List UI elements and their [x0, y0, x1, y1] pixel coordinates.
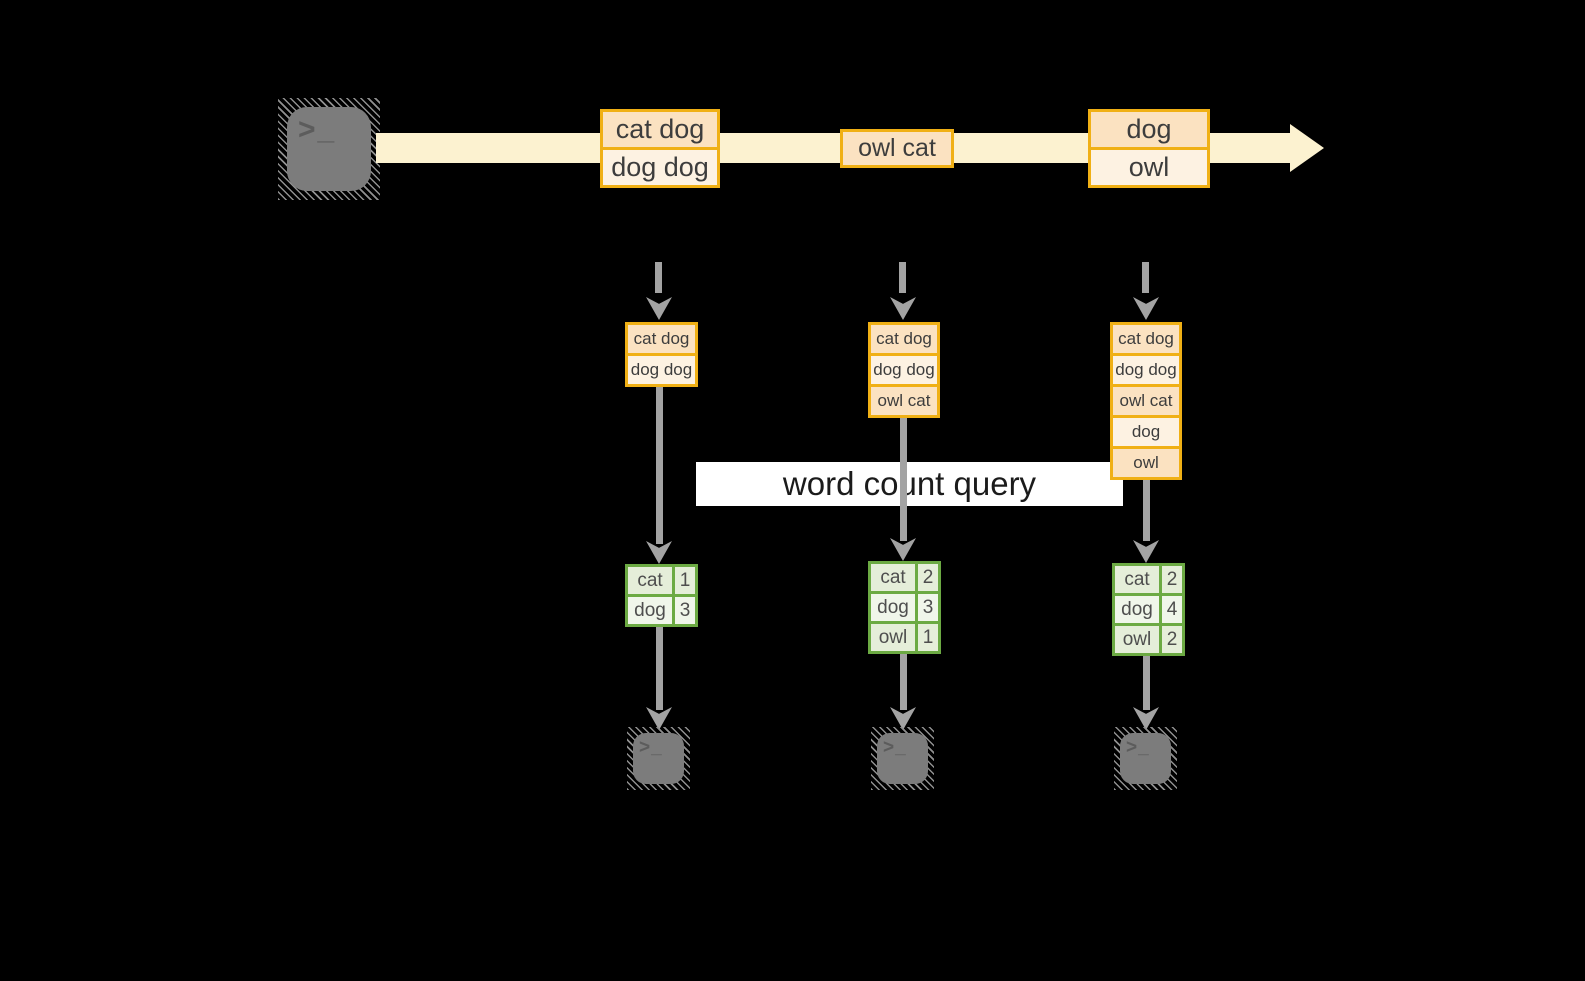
buffer-row: owl	[1113, 449, 1179, 477]
output-arrow-stem	[1143, 656, 1150, 710]
arrow-head-icon	[646, 297, 672, 320]
output-arrow-stem	[656, 627, 663, 710]
count-word: cat	[871, 564, 915, 591]
query-arrow-stem	[900, 418, 907, 541]
terminal-body	[287, 107, 371, 191]
count-word: dog	[628, 597, 672, 624]
stream-message-box: dog owl	[1088, 109, 1210, 188]
arrow-head-icon	[1133, 297, 1159, 320]
count-value: 1	[675, 567, 695, 594]
dashed-arrow-stem	[655, 262, 662, 293]
stream-message: owl cat	[843, 132, 951, 165]
terminal-sink-icon: >_	[627, 727, 690, 790]
buffer-stack: cat dog dog dog	[625, 322, 698, 387]
stream-message: dog	[1091, 112, 1207, 147]
count-word: dog	[871, 594, 915, 621]
stream-message: cat dog	[603, 112, 717, 147]
buffer-row: cat dog	[628, 325, 695, 353]
count-value: 4	[1162, 596, 1182, 623]
count-word: owl	[871, 624, 915, 651]
arrow-head-icon	[890, 538, 916, 561]
terminal-body	[877, 733, 928, 784]
query-banner: word count query	[696, 462, 1123, 506]
buffer-stack: cat dog dog dog owl cat	[868, 322, 940, 418]
terminal-sink-icon: >_	[1114, 727, 1177, 790]
query-banner-label: word count query	[782, 465, 1037, 502]
terminal-source-icon: >_	[278, 98, 380, 200]
buffer-row: cat dog	[1113, 325, 1179, 353]
buffer-row: dog dog	[628, 356, 695, 384]
count-value: 3	[675, 597, 695, 624]
count-value: 1	[918, 624, 938, 651]
buffer-stack: cat dog dog dog owl cat dog owl	[1110, 322, 1182, 480]
buffer-row: dog dog	[871, 356, 937, 384]
stream-message-box: cat dog dog dog	[600, 109, 720, 188]
arrow-head-icon	[890, 297, 916, 320]
arrow-head-icon	[646, 541, 672, 564]
stream-arrow-head-icon	[1290, 124, 1324, 172]
query-arrow-stem	[1143, 480, 1150, 541]
terminal-body	[1120, 733, 1171, 784]
output-arrow-stem	[900, 654, 907, 710]
buffer-row: dog	[1113, 418, 1179, 446]
terminal-prompt-glyph: >_	[883, 737, 907, 758]
terminal-prompt-glyph: >_	[1126, 737, 1150, 758]
terminal-body	[633, 733, 684, 784]
count-value: 2	[918, 564, 938, 591]
buffer-row: dog dog	[1113, 356, 1179, 384]
count-table: cat 1 dog 3	[625, 564, 698, 627]
dashed-arrow-stem	[1142, 262, 1149, 293]
count-word: cat	[628, 567, 672, 594]
query-arrow-stem	[656, 387, 663, 544]
terminal-prompt-glyph: >_	[298, 113, 337, 146]
stream-message-box: owl cat	[840, 129, 954, 168]
dashed-arrow-stem	[899, 262, 906, 293]
buffer-row: cat dog	[871, 325, 937, 353]
terminal-sink-icon: >_	[871, 727, 934, 790]
buffer-row: owl cat	[871, 387, 937, 415]
buffer-row: owl cat	[1113, 387, 1179, 415]
count-value: 2	[1162, 626, 1182, 653]
count-value: 2	[1162, 566, 1182, 593]
count-word: dog	[1115, 596, 1159, 623]
arrow-head-icon	[1133, 540, 1159, 563]
count-table: cat 2 dog 4 owl 2	[1112, 563, 1185, 656]
count-value: 3	[918, 594, 938, 621]
count-table: cat 2 dog 3 owl 1	[868, 561, 941, 654]
stream-message: owl	[1091, 150, 1207, 185]
terminal-prompt-glyph: >_	[639, 737, 663, 758]
count-word: owl	[1115, 626, 1159, 653]
count-word: cat	[1115, 566, 1159, 593]
stream-message: dog dog	[603, 150, 717, 185]
